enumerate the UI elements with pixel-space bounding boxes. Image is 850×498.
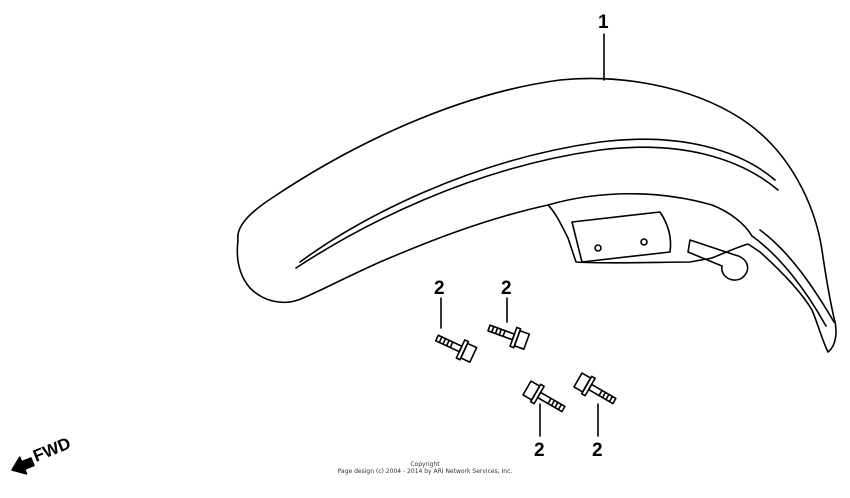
bolt-a-flange xyxy=(455,339,470,361)
flange-bolt-d[interactable] xyxy=(573,371,619,409)
fender-rear-bracket xyxy=(687,239,749,281)
bolt-b-head xyxy=(513,329,531,350)
fender-outline xyxy=(236,77,837,353)
fender-mount-plate xyxy=(571,211,672,263)
copyright-line-1: Copyright xyxy=(410,461,440,468)
bolt-c-shank xyxy=(536,391,566,413)
callout-1: 1 xyxy=(598,12,609,33)
fender-stay xyxy=(751,229,835,327)
copyright-notice: Copyright Page design (c) 2004 - 2014 by… xyxy=(0,461,850,475)
front-fender[interactable] xyxy=(236,77,837,353)
bolt-c-threads xyxy=(547,397,563,411)
fender-inner-lip xyxy=(547,193,753,237)
fwd-arrow-icon xyxy=(11,456,35,475)
callout-2b: 2 xyxy=(501,278,512,299)
fender-crown-line-2 xyxy=(295,146,779,269)
bolt-b-flange xyxy=(509,326,522,349)
bolt-d-shank xyxy=(587,383,617,405)
flange-bolt-b[interactable] xyxy=(486,319,531,351)
mount-hole-rear xyxy=(640,238,648,246)
flange-bolt-a[interactable] xyxy=(433,329,478,364)
bolt-b-threads xyxy=(490,325,506,338)
callout-2a: 2 xyxy=(434,278,445,299)
bolt-d-flange xyxy=(580,375,596,397)
bolt-a-head xyxy=(460,342,478,363)
callout-2c: 2 xyxy=(534,440,545,461)
bolt-a-threads xyxy=(438,336,454,349)
bolt-c-flange xyxy=(529,383,545,405)
bolt-d-threads xyxy=(598,389,614,403)
flange-bolt-c[interactable] xyxy=(522,379,568,417)
mount-hole-front xyxy=(594,244,602,252)
callout-2d: 2 xyxy=(592,440,603,461)
fender-crown-line xyxy=(299,138,776,263)
bolt-a-shank xyxy=(434,334,463,353)
copyright-line-2: Page design (c) 2004 - 2014 by ARI Netwo… xyxy=(337,468,513,475)
